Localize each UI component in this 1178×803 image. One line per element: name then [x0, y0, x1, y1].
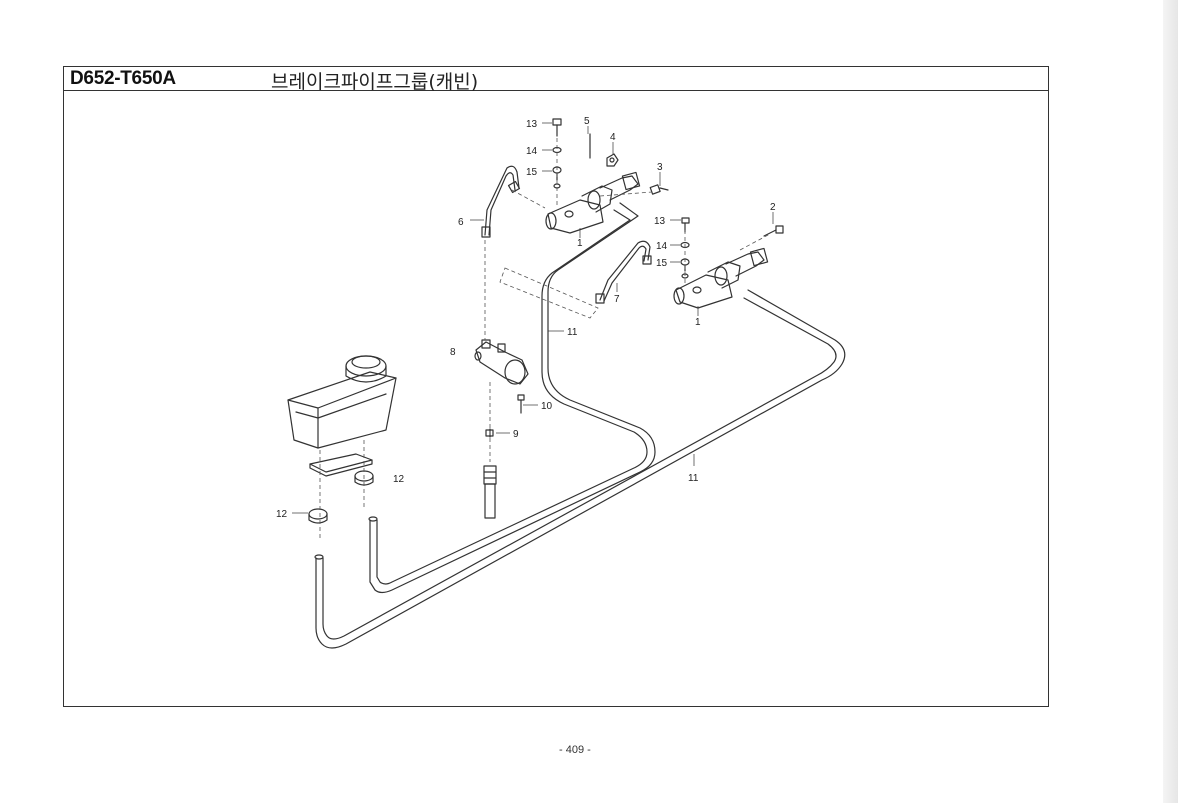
- guide-line-4: [499, 267, 599, 319]
- reservoir-tank: [287, 355, 397, 449]
- hose-end-right: [314, 554, 324, 560]
- callout-13b: 13: [654, 216, 666, 227]
- callout-6: 6: [458, 217, 464, 228]
- callout-5: 5: [584, 116, 590, 127]
- valve-8: [474, 339, 529, 385]
- bolt-13-upper: [552, 118, 562, 137]
- callout-4: 4: [610, 132, 616, 143]
- pipe-7-fitting-top: [642, 255, 652, 265]
- callout-10: 10: [541, 401, 553, 412]
- master-cylinder-lower: [673, 247, 769, 309]
- part-code: D652-T650A: [70, 68, 176, 89]
- pipe-11-lower: [315, 289, 846, 649]
- bolt-10: [517, 394, 525, 414]
- guide-line-5: [511, 189, 546, 209]
- pipe-6: [484, 165, 520, 236]
- callout-8: 8: [450, 347, 456, 358]
- callout-15b: 15: [656, 258, 668, 269]
- group-title: 브레이크파이프그룹(캐빈): [271, 71, 479, 93]
- tank-bracket: [309, 453, 373, 477]
- nut-4: [606, 153, 619, 167]
- callout-1b: 1: [695, 317, 701, 328]
- pipe-11-upper: [369, 202, 656, 594]
- guide-line-9: [599, 191, 653, 197]
- clamp-12-left: [308, 508, 328, 524]
- callout-11b: 11: [688, 473, 699, 484]
- callout-11a: 11: [567, 327, 578, 338]
- callout-9: 9: [513, 429, 519, 440]
- callout-14a: 14: [526, 146, 538, 157]
- callout-3: 3: [657, 162, 663, 173]
- diagram-frame: D652-T650A 브레이크파이프그룹(캐빈): [63, 66, 1049, 707]
- hose-adapter: [483, 465, 497, 519]
- callout-12b: 12: [393, 474, 405, 485]
- bolt-13-lower: [681, 217, 690, 233]
- guide-line-10: [739, 233, 771, 251]
- pipe-7: [599, 240, 651, 301]
- pipe-6-fitting-bottom: [481, 226, 491, 238]
- pipe-6-inner: [488, 172, 516, 236]
- callout-12a: 12: [276, 509, 288, 520]
- callout-1a: 1: [577, 238, 583, 249]
- page-number: - 409 -: [559, 744, 591, 756]
- callout-14b: 14: [656, 241, 668, 252]
- callout-13a: 13: [526, 119, 538, 130]
- pipe-6-fitting-top: [507, 180, 521, 194]
- header-row: D652-T650A 브레이크파이프그룹(캐빈): [64, 67, 1048, 93]
- hose-end-left: [368, 516, 378, 522]
- pipe-11-upper-inner: [376, 209, 648, 585]
- callout-7: 7: [614, 294, 620, 305]
- bolt-2: [763, 225, 784, 237]
- pipe-11-lower-inner: [322, 297, 837, 640]
- pipe-7-fitting-bottom: [595, 293, 605, 304]
- scan-edge: [1163, 0, 1178, 803]
- master-cylinder-upper: [545, 171, 641, 234]
- callout-2: 2: [770, 202, 776, 213]
- pipe-7-inner: [603, 245, 647, 302]
- callout-15a: 15: [526, 167, 538, 178]
- bolt-9: [485, 428, 494, 438]
- bolt-3: [649, 184, 669, 195]
